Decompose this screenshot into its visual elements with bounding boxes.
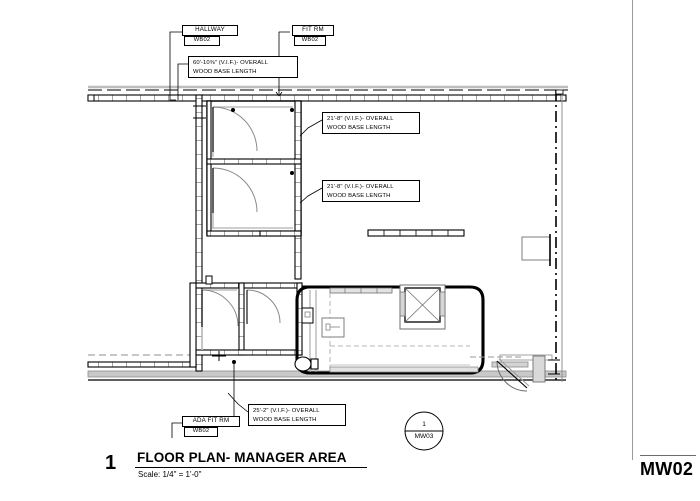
fit-room-return-wall (259, 230, 302, 280)
room-tag-ada-fit-rm-name: ADA FIT RM (182, 416, 240, 427)
title-block: 1 FLOOR PLAN- MANAGER AREA Scale: 1/4" =… (105, 447, 385, 489)
title-detail-number: 1 (105, 452, 117, 474)
title-underline (135, 467, 367, 468)
corridor-wall-left (193, 94, 206, 372)
ada-fit-room-block (195, 275, 303, 361)
fitting-rooms-block (206, 100, 302, 237)
room-tag-hallway-name: HALLWAY (182, 25, 238, 36)
page-title: FLOOR PLAN- MANAGER AREA (137, 450, 347, 465)
room-tag-hallway-code: WB02 (184, 36, 220, 46)
room-tag-fit-rm-name: FIT RM (292, 25, 334, 36)
room-tag-ada-fit-rm-code: WB02 (184, 427, 218, 437)
note-ada-fit-rm-base: 25'-2" (V.I.F.)- OVERALL WOOD BASE LENGT… (248, 404, 346, 426)
note-fit-rm-lower-base: 21'-8" (V.I.F.)- OVERALL WOOD BASE LENGT… (322, 180, 420, 202)
lower-left-dashed-line (87, 282, 197, 368)
title-scale: Scale: 1/4" = 1'-0" (138, 470, 202, 479)
right-side-elements (367, 229, 560, 392)
leader-anchor-dots (231, 108, 294, 364)
overhead-soffit-line (88, 85, 568, 91)
sheet-number: MW02 (640, 459, 694, 479)
sheet-border-line (632, 0, 633, 460)
note-overall-hallway-base: 60'-10⅜" (V.I.F.)- OVERALL WOOD BASE LEN… (188, 56, 298, 78)
match-line-right (555, 89, 564, 382)
detail-callout-bubble[interactable] (404, 411, 444, 451)
sheet-number-underline (640, 455, 696, 456)
manager-area-outline (295, 285, 485, 375)
note-fit-rm-upper-base: 21'-8" (V.I.F.)- OVERALL WOOD BASE LENGT… (322, 112, 420, 134)
entry-door (496, 358, 530, 392)
detail-callout-sheet: MW03 (414, 433, 434, 440)
display-table-fixture (399, 284, 446, 330)
detail-callout-number: 1 (422, 421, 426, 428)
room-tag-fit-rm-code: WB02 (294, 36, 326, 46)
manager-area-interior (294, 284, 479, 373)
